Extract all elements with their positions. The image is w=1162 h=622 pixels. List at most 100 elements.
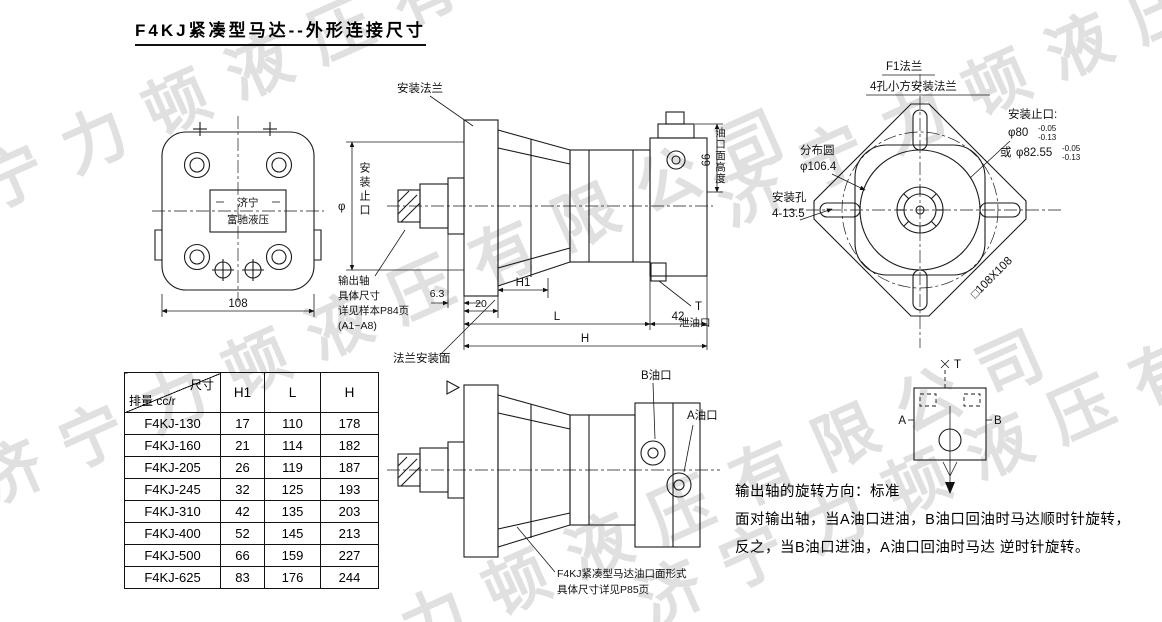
output-shaft — [397, 177, 465, 235]
view-direction-marker — [446, 380, 461, 395]
spigot-d1-tol-upper: -0.05 — [1038, 124, 1057, 133]
mounting-flange-plate — [463, 384, 499, 558]
model-cell: F4KJ-160 — [124, 434, 221, 457]
spigot-d1-tol-lower: -0.13 — [1038, 133, 1057, 142]
f1-flange-label: F1法兰 — [886, 59, 922, 73]
shaft-note-line1: 输出轴 — [338, 274, 370, 287]
model-cell: F4KJ-400 — [124, 522, 221, 545]
l-cell: 135 — [264, 500, 321, 523]
l-cell: 119 — [264, 456, 321, 479]
model-cell: F4KJ-245 — [124, 478, 221, 501]
col-header-l: L — [264, 372, 321, 413]
h-cell: 227 — [320, 544, 379, 567]
port-end-block — [634, 402, 701, 548]
h-cell: 244 — [320, 566, 379, 589]
flange-view-drawing: F1法兰 4孔小方安装法兰 安装止口: φ80 -0.05 -0.13 或 φ8… — [772, 59, 1081, 348]
gear-housing — [497, 129, 571, 287]
brand-top-label: 济宁 — [238, 196, 259, 209]
side-view-drawing: 安装法兰 φ 66 T 泄油口 6.3 20 H1 L 42 — [338, 81, 723, 365]
body-profile — [854, 144, 986, 276]
h1-cell: 32 — [220, 478, 265, 501]
port-view-drawing: B油口 A油口 F4KJ紧凑型马达油口面形式 具体尺寸详见P85页 — [387, 368, 720, 596]
h1-cell: 52 — [220, 522, 265, 545]
spigot-d2-label: φ82.55 — [1016, 147, 1052, 159]
b-port-label: B油口 — [641, 368, 672, 382]
col-header-h: H — [320, 372, 379, 413]
mounting-slots — [819, 109, 1021, 311]
model-cell: F4KJ-625 — [124, 566, 221, 589]
pitch-circle-label: 分布圆 — [800, 144, 835, 157]
port-style-note-line2: 具体尺寸详见P85页 — [557, 583, 649, 596]
h-cell: 178 — [320, 412, 379, 435]
l-cell: 110 — [264, 412, 321, 435]
h-cell: 193 — [320, 478, 379, 501]
shaft-note-line2: 具体尺寸 — [338, 289, 380, 302]
dim-20-label: 20 — [475, 298, 487, 310]
b-port-circle — [640, 440, 666, 466]
front-view-drawing: 济宁 富驰液压 108 — [152, 116, 324, 317]
flange-subtitle-label: 4孔小方安装法兰 — [870, 79, 957, 93]
pitch-circle — [841, 131, 999, 289]
drain-port — [650, 262, 667, 282]
drain-t-label: T — [695, 301, 702, 313]
port-end-block — [649, 111, 708, 282]
model-cell: F4KJ-130 — [124, 412, 221, 435]
square-size-label: □108X108 — [969, 255, 1015, 301]
schematic-b-label: B — [994, 415, 1002, 427]
mount-holes-label: 安装孔 — [772, 190, 807, 204]
h-cell: 182 — [320, 434, 379, 457]
spigot-title-label: 安装止口: — [1008, 107, 1057, 121]
table-corner-cell: 尺寸 排量 cc/r — [124, 372, 221, 413]
spigot-or-label: 或 — [1000, 146, 1012, 159]
brand-bottom-label: 富驰液压 — [227, 213, 269, 226]
rotation-note-line3: 反之，当B油口进油，A油口回油时马达 逆时针旋转。 — [735, 540, 1090, 556]
spigot-d2-tol-lower: -0.13 — [1062, 153, 1081, 162]
corner-bottom-label: 排量 cc/r — [129, 394, 176, 408]
page-title: F4KJ紧凑型马达--外形连接尺寸 — [135, 16, 426, 46]
schematic-t-label: T — [954, 359, 961, 371]
mount-flange-label: 安装法兰 — [397, 81, 443, 95]
h1-cell: 21 — [220, 434, 265, 457]
spigot-d1-label: φ80 — [1008, 127, 1028, 139]
l-cell: 114 — [264, 434, 321, 457]
a-port-label: A油口 — [687, 408, 718, 422]
h1-cell: 66 — [220, 544, 265, 567]
mount-holes-value: 4-13.5 — [772, 208, 805, 220]
h-cell: 203 — [320, 500, 379, 523]
nameplate: 济宁 富驰液压 — [209, 189, 287, 233]
dim-H-label: H — [581, 333, 589, 345]
square-flange-outline — [813, 103, 1027, 317]
motor-front-body — [154, 122, 322, 291]
gear-housing — [497, 394, 571, 548]
h-cell: 187 — [320, 456, 379, 479]
h1-cell: 42 — [220, 500, 265, 523]
h1-cell: 17 — [220, 412, 265, 435]
corner-top-label: 尺寸 — [189, 378, 214, 392]
rotation-note-line1: 输出轴的旋转方向：标准 — [735, 484, 900, 500]
l-cell: 125 — [264, 478, 321, 501]
rotation-note-line2: 面对输出轴，当A油口进油，B油口回油时马达顺时针旋转， — [735, 512, 1131, 528]
shaft-note-line3: 详见样本P84页 — [338, 304, 409, 317]
dim-6-3-label: 6.3 — [430, 288, 445, 300]
col-header-h1: H1 — [220, 372, 265, 413]
h-cell: 213 — [320, 522, 379, 545]
spigot-d2-tol-upper: -0.05 — [1062, 144, 1081, 153]
dim-L-label: L — [554, 311, 561, 323]
model-cell: F4KJ-310 — [124, 500, 221, 523]
dim-66-label: 66 — [701, 154, 713, 167]
rotation-direction-note: 输出轴的旋转方向：标准 面对输出轴，当A油口进油，B油口回油时马达顺时针旋转， … — [735, 478, 1162, 562]
dim-H1-label: H1 — [516, 277, 531, 289]
l-cell: 176 — [264, 566, 321, 589]
dim-108-label: 108 — [228, 298, 247, 310]
model-cell: F4KJ-500 — [124, 544, 221, 567]
shaft-note-line4: (A1~A8) — [338, 320, 377, 332]
spigot-vertical-label: 安装止口 — [358, 162, 370, 218]
